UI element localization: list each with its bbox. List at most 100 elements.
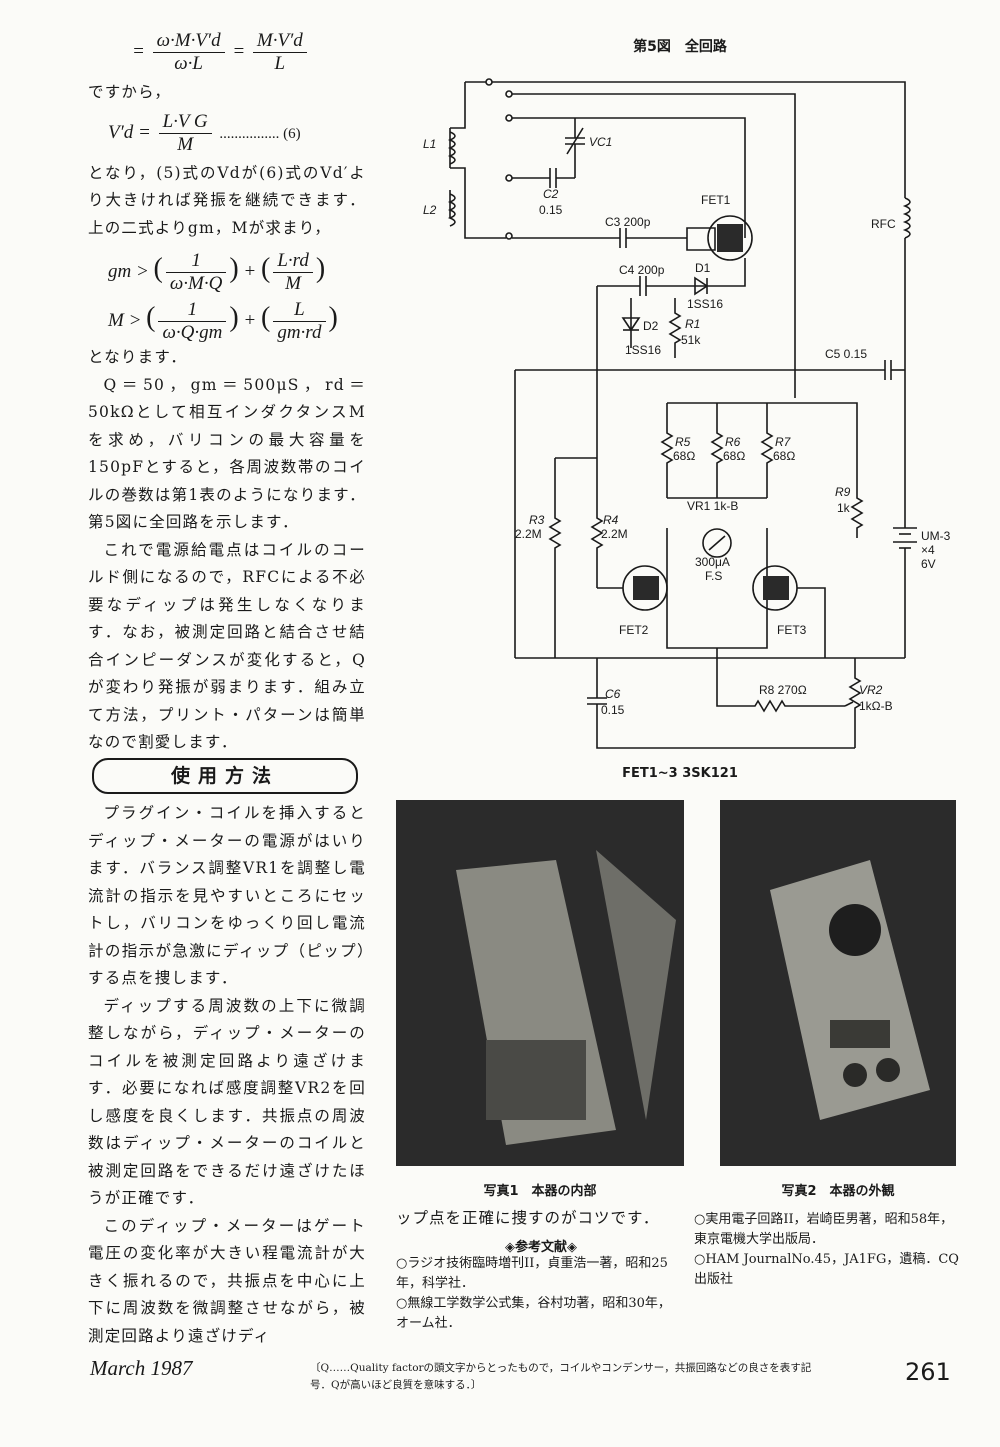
- eq-num: L: [273, 299, 326, 322]
- references-left: ○ラジオ技術臨時増刊II，貞重浩一著，昭和25年，科学社． ○無線工学数学公式集…: [396, 1254, 681, 1334]
- label-d2: D2: [643, 319, 659, 333]
- eq-num: ω·M·V′d: [152, 30, 225, 53]
- photo-caption-1: 写真1 本器の内部: [483, 1184, 597, 1199]
- eq-prefix: =: [132, 40, 145, 62]
- eq-plus: +: [243, 260, 257, 282]
- footer-note: 〔Q……Quality factorの頭文字からとったもので，コイルやコンデンサ…: [310, 1362, 812, 1391]
- label-r1: R1: [685, 317, 700, 331]
- section-heading: 使用方法: [92, 758, 358, 794]
- continued-text: ップ点を正確に捜すのがコツです．: [396, 1209, 660, 1227]
- paragraph: となり，(5)式のVdが(6)式のVd′より大きければ発振を継続できます．上の二…: [88, 163, 366, 237]
- label-r6-value: 68Ω: [723, 449, 745, 463]
- label-rfc: RFC: [871, 217, 896, 231]
- label-fet2: FET2: [619, 623, 649, 637]
- eq-mid: =: [232, 40, 246, 62]
- paragraph: このディップ・メーターはゲート電圧の変化率が大きい程電流計が大きく振れるので，共…: [88, 1216, 366, 1345]
- label-c4: C4 200p: [619, 263, 665, 277]
- photo-exterior-image: [720, 800, 956, 1166]
- photo-exterior: [720, 800, 956, 1166]
- label-r9-value: 1k: [837, 501, 851, 515]
- photo-interior: [396, 800, 684, 1166]
- label-r6: R6: [725, 435, 741, 449]
- eq-den: ω·L: [174, 53, 203, 74]
- paragraph: となります．: [88, 348, 188, 366]
- paragraph: プラグイン・コイルを挿入するとディップ・メーターの電源がはいります．バランス調整…: [88, 804, 366, 987]
- label-r4: R4: [603, 513, 619, 527]
- eq-num: M·V′d: [252, 30, 307, 53]
- paragraph: ですから，: [88, 83, 172, 101]
- label-meter: 300μA: [695, 555, 730, 569]
- label-vr2-value: 1kΩ-B: [859, 699, 893, 713]
- eq-lhs: V′d =: [108, 121, 151, 143]
- label-fet3: FET3: [777, 623, 807, 637]
- reference-item: ○HAM JournalNo.45，JA1FG，遺稿．CQ出版社: [694, 1252, 959, 1287]
- eq-num: 1: [158, 299, 227, 322]
- label-r9: R9: [835, 485, 851, 499]
- eq-den: L: [274, 53, 286, 74]
- photo-caption-2: 写真2 本器の外観: [781, 1184, 895, 1199]
- paragraph: これで電源給電点はコイルのコールド側になるので，RFCによる不必要なディップは発…: [88, 540, 366, 752]
- label-l1: L1: [423, 137, 436, 151]
- label-r4-value: 2.2M: [601, 527, 628, 541]
- label-battery-volt: 6V: [921, 557, 936, 571]
- reference-item: ○ラジオ技術臨時増刊II，貞重浩一著，昭和25年，科学社．: [396, 1256, 668, 1291]
- label-d1-value: 1SS16: [687, 297, 723, 311]
- page-number: 261: [905, 1358, 951, 1386]
- label-d1: D1: [695, 261, 711, 275]
- references-right: ○実用電子回路II，岩崎臣男著，昭和58年，東京電機大学出版局． ○HAM Jo…: [694, 1210, 962, 1290]
- label-c6: C6: [605, 687, 621, 701]
- label-r5-value: 68Ω: [673, 449, 695, 463]
- photo-interior-image: [396, 800, 684, 1166]
- eq-den: ω·Q·gm: [162, 322, 223, 343]
- eq-den: M: [177, 133, 194, 155]
- label-r3-value: 2.2M: [515, 527, 542, 541]
- paragraph: ディップする周波数の上下に微調整しながら，ディップ・メーターのコイルを被測定回路…: [88, 996, 366, 1208]
- label-c2-value: 0.15: [539, 203, 563, 217]
- eq-den: ω·M·Q: [169, 273, 223, 294]
- eq-den: gm·rd: [277, 322, 322, 343]
- label-r7-value: 68Ω: [773, 449, 795, 463]
- eq-den: M: [285, 273, 301, 294]
- label-r8: R8 270Ω: [759, 683, 807, 697]
- label-d2-value: 1SS16: [625, 343, 661, 357]
- references-title: ◈参考文献◈: [505, 1240, 577, 1255]
- reference-item: ○実用電子回路II，岩崎臣男著，昭和58年，東京電機大学出版局．: [694, 1212, 954, 1247]
- eq-num: 1: [165, 250, 227, 273]
- eq-num: L·rd: [273, 250, 313, 273]
- label-vr1: VR1 1k-B: [687, 499, 738, 513]
- eq-num: L·V G: [158, 111, 212, 134]
- figure-title: 第5図 全回路: [633, 39, 727, 55]
- label-c6-value: 0.15: [601, 703, 625, 717]
- label-r5: R5: [675, 435, 691, 449]
- label-meter-fs: F.S: [705, 569, 722, 583]
- label-vc1: VC1: [589, 135, 612, 149]
- fet-note: FET1~3 3SK121: [622, 766, 738, 781]
- label-l2: L2: [423, 203, 437, 217]
- label-c5: C5 0.15: [825, 347, 867, 361]
- label-c2: C2: [543, 187, 559, 201]
- eq-number: ................ (6): [219, 125, 301, 142]
- label-battery-count: ×4: [921, 543, 935, 557]
- label-vr2: VR2: [859, 683, 883, 697]
- label-r7: R7: [775, 435, 792, 449]
- eq-lhs: M >: [108, 309, 142, 331]
- left-column-lower: プラグイン・コイルを挿入するとディップ・メーターの電源がはいります．バランス調整…: [88, 800, 366, 1350]
- paragraph: Q＝50，gm＝500μS，rd＝50kΩとして相互インダクタンスMを求め，バリ…: [88, 375, 366, 532]
- label-battery: UM-3: [921, 529, 951, 543]
- label-c3: C3 200p: [605, 215, 651, 229]
- label-r3: R3: [529, 513, 545, 527]
- label-r1-value: 51k: [681, 333, 701, 347]
- eq-lhs: gm >: [108, 260, 149, 282]
- circuit-diagram: L1 L2 VC1 C2 0.15 C3 200p FET1 RFC C4 20…: [423, 78, 951, 749]
- label-fet1: FET1: [701, 193, 731, 207]
- footer-month: March 1987: [90, 1356, 193, 1380]
